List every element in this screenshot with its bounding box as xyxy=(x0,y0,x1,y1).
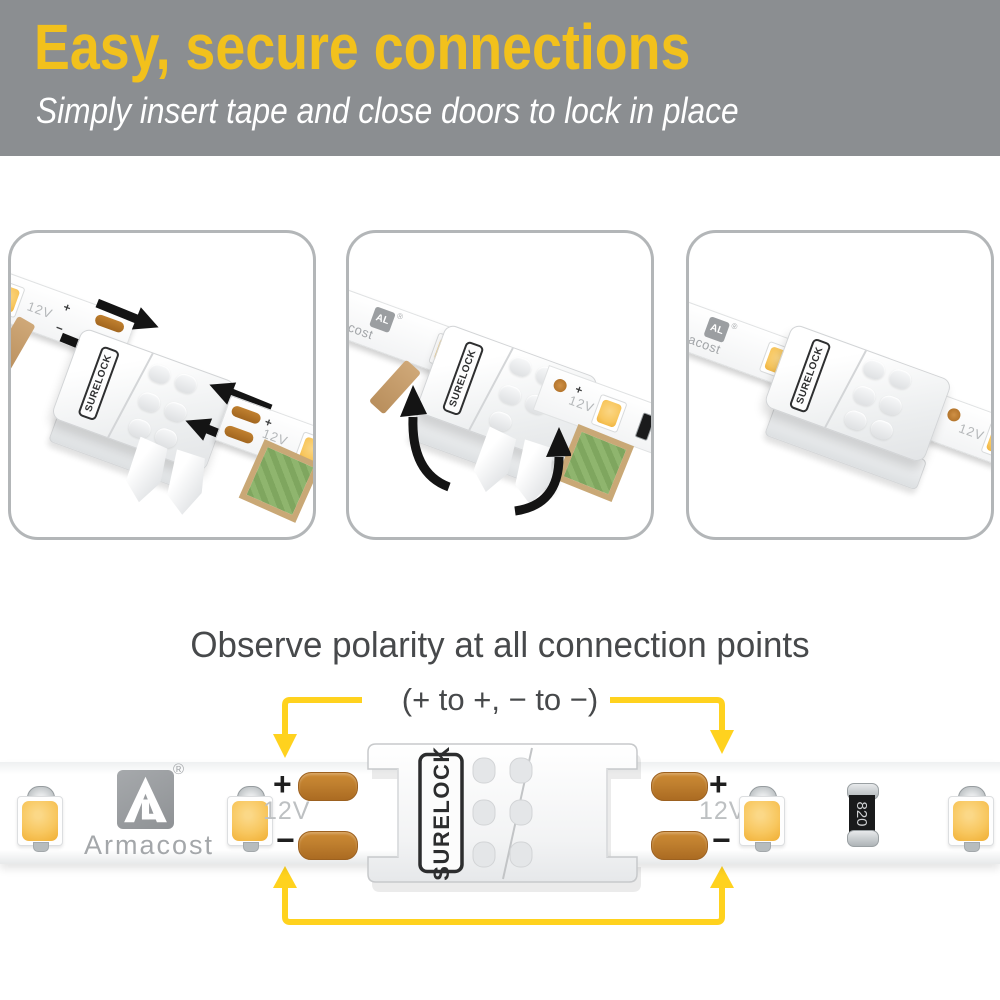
plus-mark: + xyxy=(273,766,292,802)
arrow-up-icon xyxy=(710,866,734,888)
plus-mark: + xyxy=(709,766,728,802)
door-bump xyxy=(850,383,878,409)
brand-name: Armacost xyxy=(84,830,215,860)
plus-mark: + xyxy=(61,299,73,316)
registered-mark: ® xyxy=(173,761,185,778)
registered-mark: ® xyxy=(395,311,405,322)
arrow-down-icon xyxy=(710,730,734,754)
door-bump xyxy=(496,382,524,408)
minus-mark: − xyxy=(712,822,731,858)
page-subtitle: Simply insert tape and close doors to lo… xyxy=(36,90,739,131)
solder-pad-dot xyxy=(945,406,963,424)
led-chip xyxy=(11,278,26,319)
resistor-cap xyxy=(847,830,879,847)
arrow-down-icon xyxy=(273,734,297,758)
copper-pad xyxy=(298,831,358,860)
door-bump xyxy=(172,371,200,396)
led-chip xyxy=(948,786,994,852)
led-chip xyxy=(590,393,628,434)
adhesive-liner xyxy=(11,315,36,375)
copper-pad xyxy=(651,831,708,860)
close-door-arrow-icon xyxy=(514,427,571,516)
copper-pad xyxy=(651,772,708,801)
led-chip xyxy=(227,786,273,852)
plus-path-right xyxy=(610,697,725,732)
voltage-label: 12V xyxy=(956,420,987,444)
door-bump xyxy=(126,416,154,441)
page-title: Easy, secure connections xyxy=(34,11,691,83)
door-bumps xyxy=(472,757,533,868)
led-chip xyxy=(17,786,63,852)
door-bump xyxy=(868,417,896,443)
polarity-routing-lines xyxy=(273,697,734,925)
step-panel-insert: + 12V − SureLock + 12V xyxy=(8,230,316,540)
minus-path xyxy=(282,886,725,925)
voltage-label: 12V xyxy=(263,797,311,825)
minus-mark: − xyxy=(276,822,295,858)
polarity-note: (+ to +, − to −) xyxy=(401,682,599,717)
door-bump xyxy=(135,389,163,415)
step-panel-locked: Armacost AL ® 12V + 12V SureLock xyxy=(686,230,994,540)
step-panel-close: Armacost AL ® 12V + SureLock + 12V xyxy=(346,230,654,540)
header-banner: Easy, secure connections Simply insert t… xyxy=(0,0,1000,156)
registered-mark: ® xyxy=(730,321,739,332)
voltage-label: 12V xyxy=(699,797,747,825)
armacost-logo xyxy=(117,770,174,829)
copper-pad xyxy=(298,772,358,801)
surelock-connector: SureLock xyxy=(367,743,641,892)
resistor: 820 xyxy=(846,783,879,847)
close-door-arrow-icon xyxy=(400,385,451,492)
resistor xyxy=(634,412,651,442)
voltage-label: 12V xyxy=(566,392,597,416)
surelock-label: SureLock xyxy=(788,337,832,414)
door-bump xyxy=(886,366,914,392)
solder-pad-dot xyxy=(551,377,569,394)
door-bump xyxy=(146,361,173,387)
led-chip xyxy=(739,786,785,852)
voltage-label: 12V xyxy=(25,298,55,322)
door-bump xyxy=(877,393,905,418)
arrow-up-icon xyxy=(273,866,297,888)
copper-pad xyxy=(222,424,255,445)
resistor-value: 820 xyxy=(853,801,871,827)
door-bump xyxy=(860,357,888,382)
plus-path-left xyxy=(282,697,362,736)
svg-text:SureLock: SureLock xyxy=(429,745,454,880)
polarity-heading: Observe polarity at all connection point… xyxy=(190,624,810,665)
door-bump xyxy=(842,408,869,433)
surelock-label: SureLock xyxy=(418,745,464,881)
door-bump xyxy=(507,354,534,379)
surelock-label: SureLock xyxy=(77,345,121,422)
copper-pad xyxy=(230,404,263,426)
